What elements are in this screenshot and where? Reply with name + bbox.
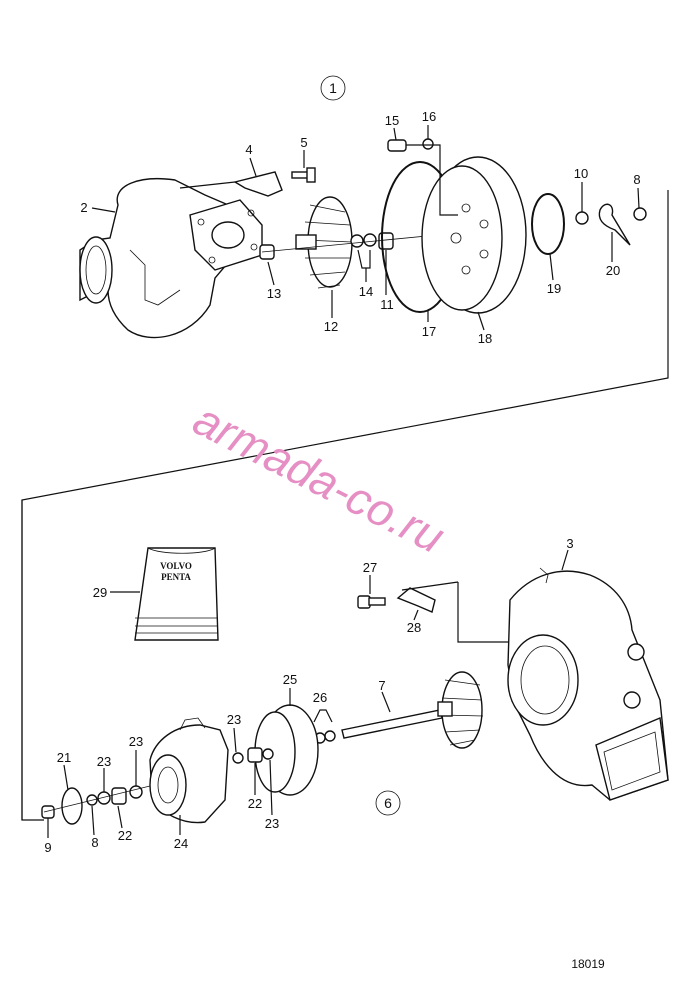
lock-plate-part [598,203,631,246]
lock-washer-part [575,211,589,225]
clamp-bracket-part [233,171,283,197]
leader-22-a [117,805,123,829]
leader-15 [393,127,397,141]
leader-28 [413,609,419,621]
callout-22-b: 22 [248,796,262,811]
callout-16: 16 [422,109,436,124]
manual-brand-line-2: PENTA [161,572,191,582]
bearing-washer-right [262,748,274,760]
figure-number: 18019 [571,957,605,971]
screw-washer-part [422,138,434,150]
end-nut-part [41,805,55,819]
callout-2: 2 [80,200,87,215]
leader-23-c [269,759,273,816]
compressor-cover-part [421,156,527,314]
callout-8-bottom: 8 [91,835,98,850]
callout-23-a: 23 [227,712,241,727]
heat-shield-part [254,704,319,796]
washer-part-a [350,234,364,248]
compressor-wheel-part [295,196,353,289]
leader-21 [63,764,69,791]
callout-17: 17 [422,324,436,339]
bearing-washer-inner [232,752,244,764]
leader-19 [549,253,554,281]
turbine-shaft-part [341,671,484,749]
leader-26 [313,709,333,723]
leader-2 [91,207,116,213]
callout-11: 11 [380,297,394,312]
leader-7 [381,691,391,713]
leader-4 [249,157,257,177]
compressor-housing-part [79,178,263,339]
callout-29: 29 [93,585,107,600]
callout-24: 24 [174,836,188,851]
callout-4: 4 [245,142,252,157]
turbine-screw-part [357,595,386,609]
callout-14: 14 [359,284,373,299]
callout-28: 28 [407,620,421,635]
group-marker-top: 1 [320,75,346,101]
service-manual-part: VOLVO PENTA [134,547,219,641]
callout-19: 19 [547,281,561,296]
callout-21: 21 [57,750,71,765]
washer-part-b [363,233,377,247]
leader-14 [357,249,371,269]
leader-bracket-path [457,582,520,643]
leader-8-bottom [91,805,95,836]
group-marker-top-text: 1 [329,80,337,96]
turbine-housing-part [507,567,669,801]
group-marker-bottom-text: 6 [384,795,392,811]
callout-23-b: 23 [97,754,111,769]
callout-18: 18 [478,331,492,346]
callout-27: 27 [363,560,377,575]
callout-3: 3 [566,536,573,551]
bearing-housing-part [149,717,229,824]
bearing-part-right [247,747,263,763]
leader-bracket-turbine [401,581,459,591]
group-marker-bottom: 6 [375,790,401,816]
callout-9: 9 [44,840,51,855]
leader-18 [477,311,485,331]
callout-13: 13 [267,286,281,301]
callout-25: 25 [283,672,297,687]
screw-part [291,167,316,183]
cover-screw-part [387,139,407,152]
callout-7: 7 [378,678,385,693]
callout-10: 10 [574,166,588,181]
bearing-washer-left [129,785,143,799]
watermark-text: armada-co.ru [185,393,452,564]
shaft-nut-part [633,207,647,221]
leader-13 [267,261,275,286]
axis-line-bottom [43,785,151,813]
leader-8-top [637,187,640,209]
thrust-collar-part [61,787,83,825]
callout-22-a: 22 [118,828,132,843]
leader-23-a [233,727,237,753]
callout-26: 26 [313,690,327,705]
leader-3 [561,549,569,571]
retaining-ring-part [531,193,565,255]
nut-part [259,244,275,260]
bearing-part-left [111,787,127,805]
turbine-bracket-part [396,587,436,613]
seal-ring-part-b [324,730,336,742]
callout-23-d: 23 [129,734,143,749]
callout-8-top: 8 [633,172,640,187]
callout-23-c: 23 [265,816,279,831]
leader-bracket-housing [179,181,236,189]
manual-brand-line-1: VOLVO [160,561,192,571]
callout-20: 20 [606,263,620,278]
callout-15: 15 [385,113,399,128]
callout-12: 12 [324,319,338,334]
callout-5: 5 [300,135,307,150]
leader-screw-path [406,144,458,216]
